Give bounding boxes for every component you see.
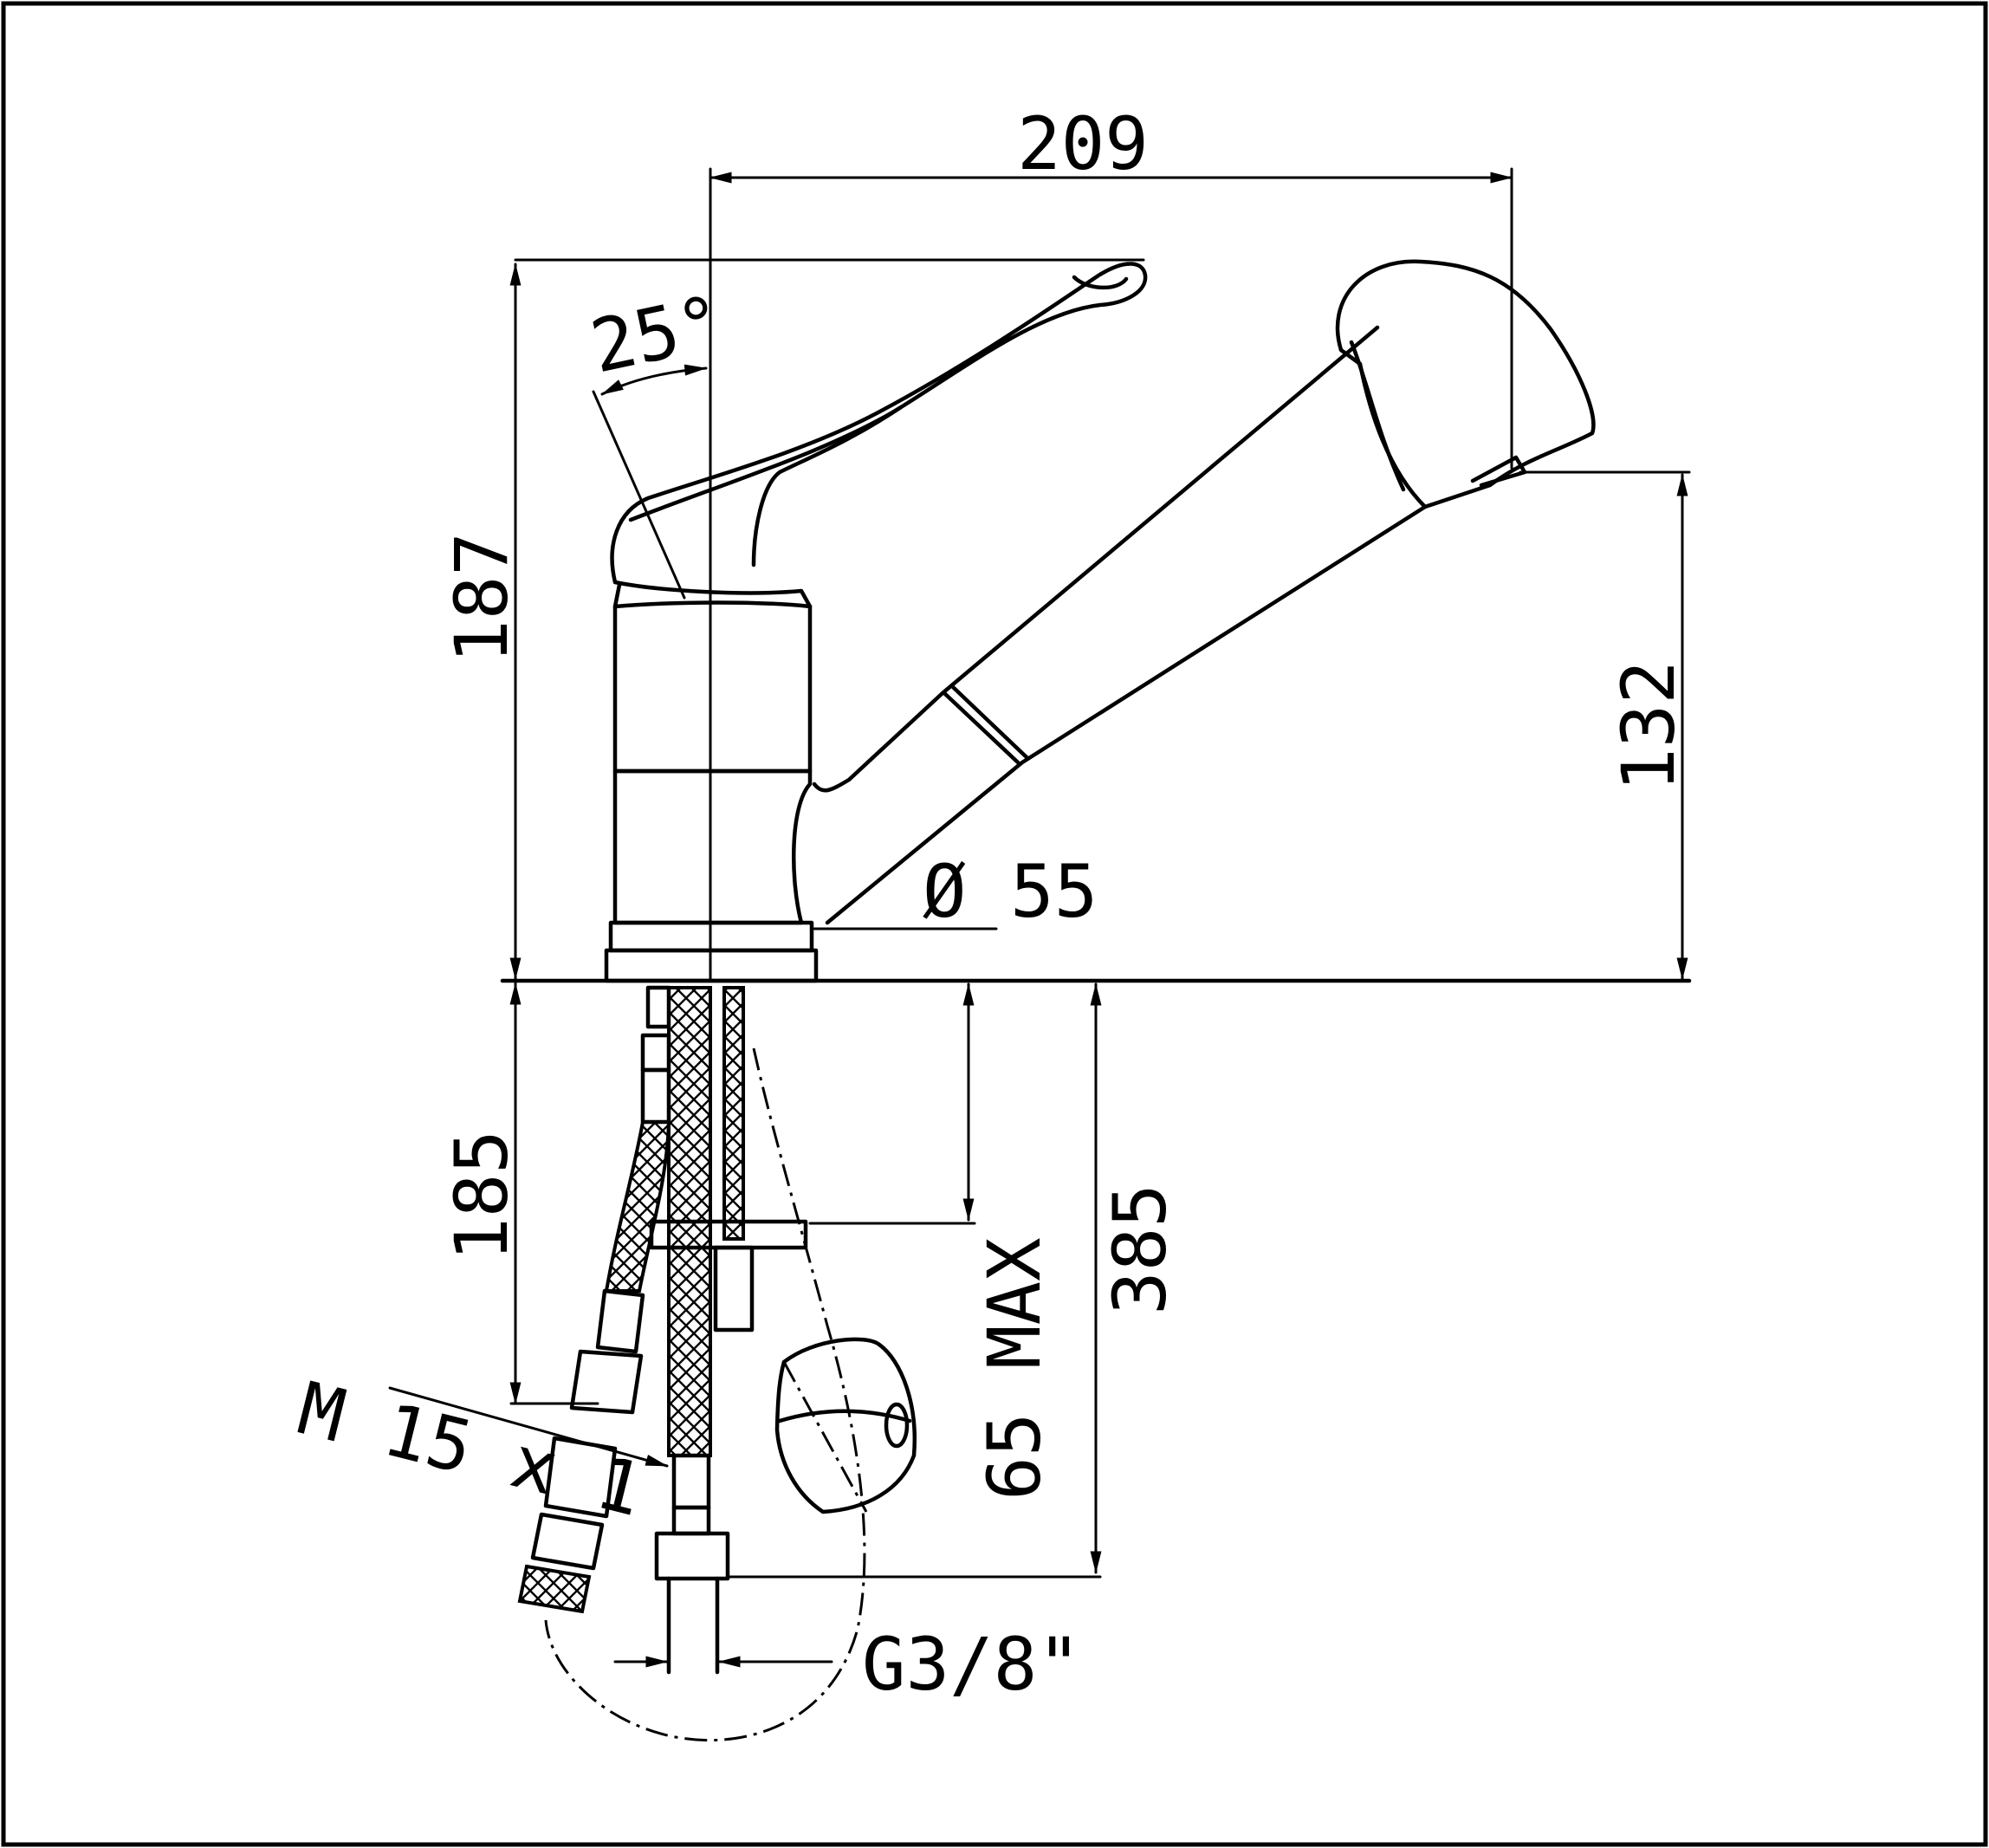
spout-arm: [812, 325, 1380, 793]
braided-hose-curved: [604, 1120, 671, 1293]
body-lower: [612, 768, 813, 925]
hose-nut-left: [569, 1349, 644, 1415]
dimension-185: 185: [439, 1130, 524, 1261]
dimension-g3-8: G3/8": [862, 1622, 1081, 1707]
dimension-187: 187: [439, 532, 524, 664]
dimension-132: 132: [1606, 660, 1691, 792]
lever-handle: [610, 262, 1148, 585]
thread-fitting: [517, 1564, 592, 1614]
hex-nut: [774, 1337, 917, 1514]
body-upper: [612, 600, 813, 774]
threaded-rod: [722, 986, 745, 1241]
faucet-body: [604, 167, 1596, 983]
dimension-209: 209: [1017, 101, 1149, 186]
dimension-lines: [388, 167, 1691, 1668]
dimension-25-degrees: 25°: [584, 279, 730, 389]
under-sink-assembly: [500, 978, 1692, 1742]
dimension-diameter-55: Ø 55: [923, 849, 1098, 934]
dimension-m15x1: M 15 x 1: [290, 1365, 651, 1533]
hose-nut-bottom: [654, 1531, 730, 1581]
hose-routing-path: [544, 1047, 866, 1742]
bracket-nut: [713, 1245, 755, 1333]
dimension-65-max: 65 MAX: [972, 1237, 1057, 1500]
spray-head: [1335, 259, 1596, 509]
dimension-385: 385: [1098, 1183, 1182, 1315]
